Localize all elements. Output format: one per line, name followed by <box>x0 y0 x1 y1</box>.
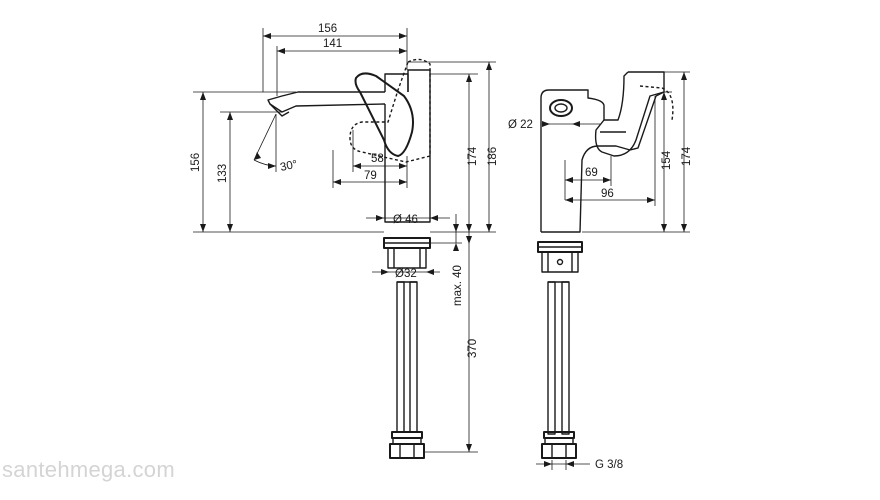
dim-dia-32: Ø32 <box>395 268 417 280</box>
dim-154: 154 <box>661 150 673 170</box>
dim-174-side: 174 <box>467 146 479 166</box>
dim-141: 141 <box>323 38 342 50</box>
dimension-labels: 156 141 156 133 30° 58 79 174 186 Ø 46 Ø… <box>190 23 693 471</box>
dim-156-top: 156 <box>318 23 337 35</box>
watermark: santehmega.com <box>2 457 175 482</box>
dim-186: 186 <box>487 147 499 166</box>
dim-174-right: 174 <box>681 146 693 166</box>
front-view-faucet <box>267 58 431 459</box>
front-view-dimensions <box>193 28 496 453</box>
dim-96: 96 <box>601 188 614 200</box>
dim-133: 133 <box>217 164 229 183</box>
side-view-dimensions <box>536 71 690 470</box>
dim-79: 79 <box>364 170 377 182</box>
dim-58: 58 <box>371 153 384 165</box>
dim-69: 69 <box>585 167 598 179</box>
dim-angle: 30° <box>279 159 299 174</box>
dim-370: 370 <box>467 339 479 358</box>
dim-dia-46: Ø 46 <box>393 214 418 226</box>
dim-dia-22: Ø 22 <box>508 119 533 131</box>
dim-thread: G 3/8 <box>595 459 623 471</box>
side-view-faucet <box>537 71 674 459</box>
dim-max-40: max. 40 <box>452 265 464 306</box>
dim-156-left: 156 <box>190 153 202 172</box>
